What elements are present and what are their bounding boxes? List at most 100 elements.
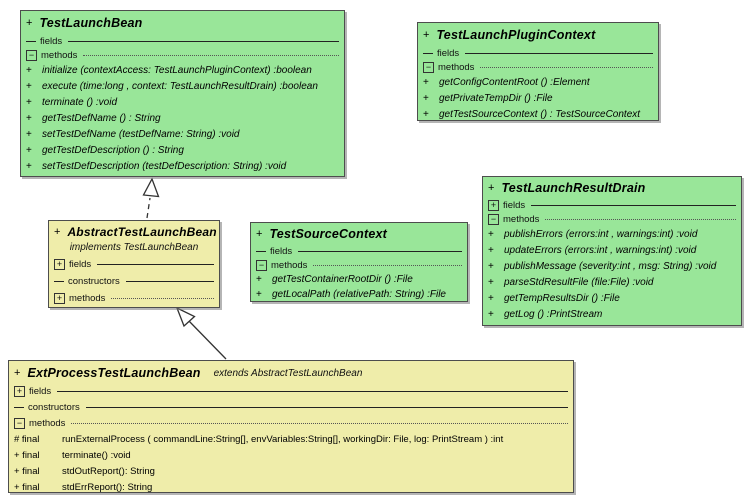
collapse-icon[interactable] (26, 49, 37, 61)
method-signature: updateErrors (errors:int , warnings:int)… (504, 244, 697, 256)
method-signature: publishErrors (errors:int , warnings:int… (504, 228, 698, 240)
constructors-section[interactable]: constructors (14, 399, 568, 415)
separator-line (545, 218, 736, 220)
expand-icon[interactable] (54, 259, 65, 270)
empty-section-icon (423, 52, 433, 54)
class-box-ext-process-test-launch-bean[interactable]: + ExtProcessTestLaunchBean extends Abstr… (8, 360, 574, 493)
constructors-label: constructors (28, 401, 80, 413)
visibility-marker: + (54, 226, 61, 238)
empty-section-icon (54, 281, 64, 282)
separator-line (125, 281, 214, 282)
empty-section-icon (256, 250, 266, 252)
implements-note: implements TestLaunchBean (69, 242, 199, 253)
fields-section[interactable]: fields (488, 198, 736, 212)
empty-section-icon (26, 40, 36, 42)
expand-icon[interactable] (488, 199, 499, 211)
visibility-marker: + (14, 367, 21, 379)
collapse-icon[interactable] (423, 61, 434, 73)
methods-section[interactable]: methods (488, 212, 736, 226)
method-signature: setTestDefName (testDefName: String) :vo… (42, 128, 240, 140)
fields-label: fields (437, 47, 460, 59)
method-row[interactable]: +setTestDefName (testDefName: String) :v… (26, 128, 240, 140)
constructors-section[interactable]: constructors (54, 273, 214, 290)
fields-section[interactable]: fields (54, 256, 214, 273)
method-row[interactable]: +getTestContainerRootDir () :File (256, 274, 413, 285)
method-row[interactable]: +getConfigContentRoot () :Element (423, 76, 590, 88)
method-row[interactable]: +getTestDefName () : String (26, 112, 161, 124)
class-name: TestLaunchResultDrain (501, 181, 646, 195)
constructors-label: constructors (68, 276, 120, 287)
class-box-test-launch-bean[interactable]: + TestLaunchBean fields methods +initial… (20, 10, 345, 177)
fields-section[interactable]: fields (14, 384, 568, 399)
collapse-icon[interactable] (14, 417, 25, 429)
fields-section[interactable]: fields (423, 46, 653, 60)
class-box-test-launch-plugin-context[interactable]: + TestLaunchPluginContext fields methods… (417, 22, 659, 121)
method-signature: stdErrReport(): String (62, 481, 153, 493)
expand-icon[interactable] (54, 293, 65, 304)
method-row[interactable]: +setTestDefDescription (testDefDescripti… (26, 160, 287, 172)
collapse-icon[interactable] (488, 213, 499, 225)
class-title[interactable]: + TestLaunchResultDrain (488, 178, 736, 198)
method-row[interactable]: +updateErrors (errors:int , warnings:int… (488, 244, 697, 256)
method-signature: getConfigContentRoot () :Element (439, 76, 590, 88)
method-row[interactable]: +terminate () :void (26, 96, 118, 108)
method-signature: parseStdResultFile (file:File) :void (504, 276, 654, 288)
method-signature: getTempResultsDir () :File (504, 292, 620, 304)
method-signature: getTestSourceContext () : TestSourceCont… (439, 108, 641, 120)
method-row[interactable]: +publishErrors (errors:int , warnings:in… (488, 228, 698, 240)
method-signature: getPrivateTempDir () :File (439, 92, 553, 104)
separator-line (71, 422, 568, 424)
fields-label: fields (29, 386, 52, 397)
fields-label: fields (69, 259, 92, 270)
implements-arrow (142, 177, 160, 219)
methods-section[interactable]: methods (423, 60, 653, 74)
collapse-icon[interactable] (256, 259, 267, 271)
method-signature: runExternalProcess ( commandLine:String[… (62, 433, 504, 445)
method-signature: getLocalPath (relativePath: String) :Fil… (272, 289, 446, 300)
fields-label: fields (40, 35, 63, 47)
methods-section[interactable]: methods (26, 48, 339, 62)
separator-line (111, 298, 214, 299)
separator-line (298, 250, 462, 252)
fields-section[interactable]: fields (26, 34, 339, 48)
class-title[interactable]: + TestLaunchPluginContext (423, 24, 653, 46)
separator-line (465, 52, 653, 54)
separator-line (480, 66, 653, 68)
class-title[interactable]: + ExtProcessTestLaunchBean extends Abstr… (14, 362, 568, 384)
method-row[interactable]: +getTestSourceContext () : TestSourceCon… (423, 108, 641, 120)
methods-label: methods (271, 259, 308, 271)
method-row[interactable]: +execute (time:long , context: TestLaunc… (26, 80, 318, 92)
method-row[interactable]: +getLog () :PrintStream (488, 308, 603, 320)
methods-section[interactable]: methods (256, 258, 462, 272)
methods-section[interactable]: methods (14, 415, 568, 431)
method-row[interactable]: +getLocalPath (relativePath: String) :Fi… (256, 289, 446, 300)
method-row[interactable]: +getTempResultsDir () :File (488, 292, 620, 304)
class-title[interactable]: + TestLaunchBean (26, 12, 339, 34)
extends-arrow (175, 306, 227, 360)
expand-icon[interactable] (14, 386, 25, 397)
method-row[interactable]: +parseStdResultFile (file:File) :void (488, 276, 654, 288)
methods-section[interactable]: methods (54, 290, 214, 307)
method-row[interactable]: +getTestDefDescription () : String (26, 144, 184, 156)
methods-label: methods (29, 417, 66, 429)
class-title[interactable]: + TestSourceContext (256, 224, 462, 244)
method-row[interactable]: +getPrivateTempDir () :File (423, 92, 553, 104)
separator-line (531, 204, 736, 206)
methods-label: methods (69, 293, 106, 304)
method-row[interactable]: +publishMessage (severity:int , msg: Str… (488, 260, 717, 272)
method-signature: getTestDefDescription () : String (42, 144, 184, 156)
method-row[interactable]: +initialize (contextAccess: TestLaunchPl… (26, 64, 312, 76)
class-box-test-launch-result-drain[interactable]: + TestLaunchResultDrain fields methods +… (482, 176, 742, 326)
class-box-abstract-test-launch-bean[interactable]: + AbstractTestLaunchBean implements Test… (48, 220, 220, 308)
visibility-marker: + (26, 17, 33, 29)
fields-section[interactable]: fields (256, 244, 462, 258)
class-title[interactable]: + AbstractTestLaunchBean (54, 222, 217, 242)
class-name: TestLaunchBean (39, 16, 143, 30)
visibility-marker: + (256, 228, 263, 240)
class-box-test-source-context[interactable]: + TestSourceContext fields methods +getT… (250, 222, 468, 302)
